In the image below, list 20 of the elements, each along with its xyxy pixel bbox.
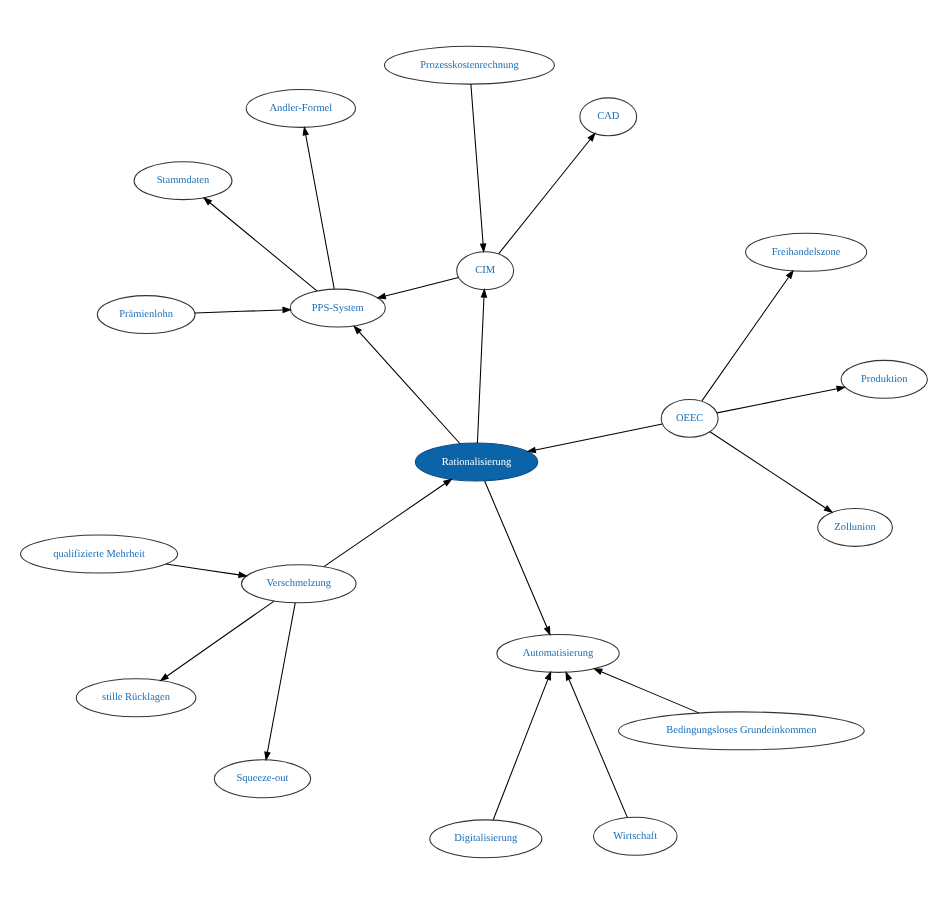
arrow — [302, 125, 335, 290]
arrow — [709, 431, 834, 514]
arrow — [202, 196, 318, 292]
arrow — [159, 600, 275, 682]
arrow — [376, 276, 459, 300]
arrow — [565, 671, 628, 818]
arrow — [470, 83, 487, 254]
arrow — [526, 423, 663, 454]
arrow — [476, 288, 488, 444]
arrow — [498, 132, 596, 255]
arrow — [716, 385, 846, 414]
arrow — [353, 325, 461, 445]
arrow — [492, 670, 552, 821]
arrow — [701, 269, 794, 402]
arrow — [165, 563, 248, 579]
arrow — [484, 480, 551, 636]
arrow — [194, 306, 292, 314]
arrow — [323, 478, 453, 568]
arrow — [264, 602, 296, 762]
arrow — [592, 668, 700, 714]
